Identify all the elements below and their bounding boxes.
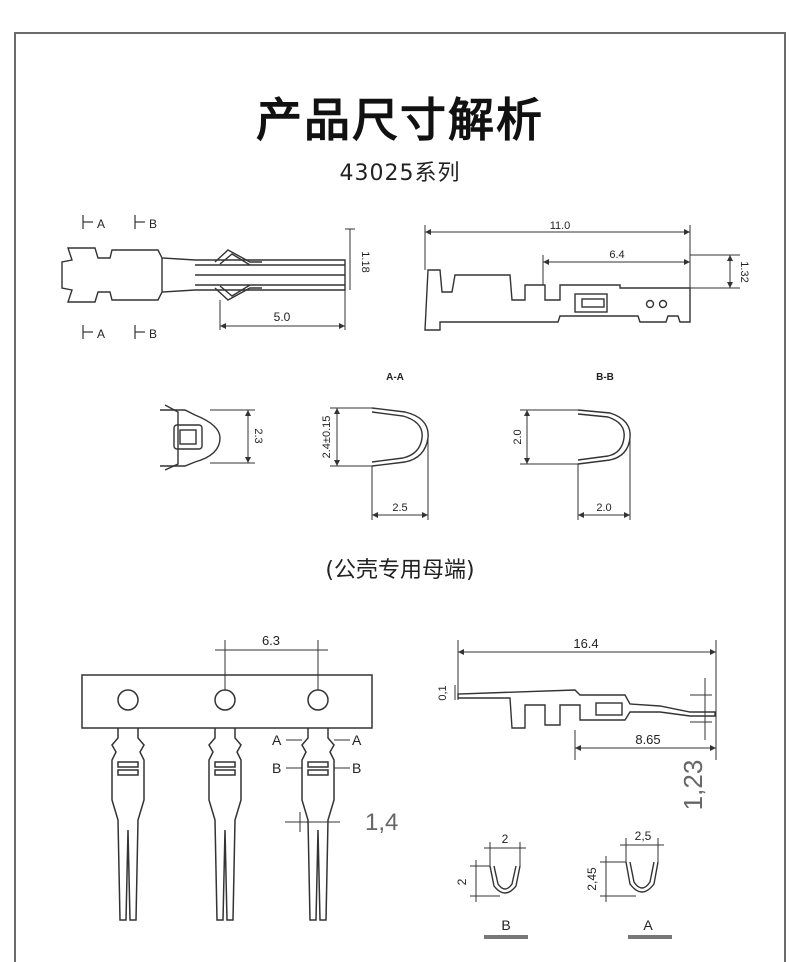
small-a-height: 2,45 [585, 867, 599, 891]
end-view [160, 404, 255, 471]
dim-aa-height: 2.4±0.15 [321, 416, 333, 459]
section-marker-a-top [82, 215, 93, 229]
dim-partial-8-65: 8.65 [635, 732, 660, 747]
label-b-top: B [149, 217, 157, 231]
pilot-hole-2 [214, 689, 236, 711]
spring-tongue-top [214, 249, 262, 263]
dim-thickness-1-4: 1,4 [365, 809, 398, 836]
dim-end-view-2-3: 2.3 [252, 428, 264, 443]
mark-a-left: A [272, 732, 282, 748]
mark-b-left: B [272, 760, 281, 776]
end-view-housing [160, 409, 221, 467]
page-frame [14, 32, 786, 962]
dim-partial-6-4: 6.4 [609, 249, 624, 261]
dim-aa-width: 2.5 [392, 502, 407, 514]
section-marker-a-bottom [82, 325, 93, 339]
section-aa-label: A-A [386, 372, 404, 383]
section-marker-b-top [134, 215, 145, 229]
dim-total-11-0: 11.0 [550, 220, 571, 232]
hole-1 [645, 299, 655, 309]
dim-height-1-18: 1.18 [359, 251, 371, 272]
series-subtitle: 43025系列 [339, 161, 461, 186]
terminal-profile-outline [424, 269, 691, 331]
small-b-height: 2 [455, 878, 469, 885]
dim-height-1-32: 1.32 [738, 261, 750, 282]
section-bb-label: B-B [596, 372, 614, 383]
mark-a-right: A [352, 732, 362, 748]
dim-total-16-4: 16.4 [573, 636, 598, 651]
mark-b-right: B [352, 760, 361, 776]
pilot-hole-3 [307, 689, 329, 711]
page-title: 产品尺寸解析 [256, 93, 544, 147]
side-view [454, 640, 717, 760]
label-a-bottom: A [97, 327, 105, 341]
strip-view [81, 640, 373, 921]
label-a-top: A [97, 217, 105, 231]
side-view-profile [457, 689, 716, 729]
dim-bb-height: 2.0 [512, 429, 524, 444]
end-view-contact [173, 424, 203, 450]
small-b-width: 2 [502, 832, 509, 846]
small-b-label: B [501, 917, 510, 933]
product-caption: (公壳专用母端) [325, 558, 475, 583]
section-aa-profile [330, 407, 429, 520]
small-section-b [470, 842, 526, 902]
top-left-view [61, 215, 355, 339]
carrier-strip [81, 674, 373, 729]
section-marker-b-bottom [134, 325, 145, 339]
dim-pitch-6-3: 6.3 [262, 633, 280, 648]
section-bb-profile [520, 409, 631, 520]
dim-length-5-0: 5.0 [274, 310, 291, 324]
label-b-bottom: B [149, 327, 157, 341]
section-a-underline [628, 935, 672, 939]
dim-height-1-23: 1,23 [678, 760, 708, 811]
section-b-underline [484, 935, 528, 939]
spring-tongue-bottom [214, 287, 262, 301]
dim-small-0-1: 0,1 [437, 685, 449, 700]
dim-bb-width: 2.0 [596, 502, 611, 514]
small-section-a [600, 838, 664, 902]
pilot-hole-1 [117, 689, 139, 711]
small-a-width: 2,5 [635, 829, 652, 843]
strip-terminal-1 [111, 728, 145, 921]
strip-terminal-2 [208, 728, 242, 921]
top-right-view [424, 225, 740, 331]
hole-2 [658, 299, 668, 309]
small-a-label: A [643, 917, 653, 933]
latch-window [574, 293, 608, 313]
strip-terminal-3 [301, 728, 335, 921]
